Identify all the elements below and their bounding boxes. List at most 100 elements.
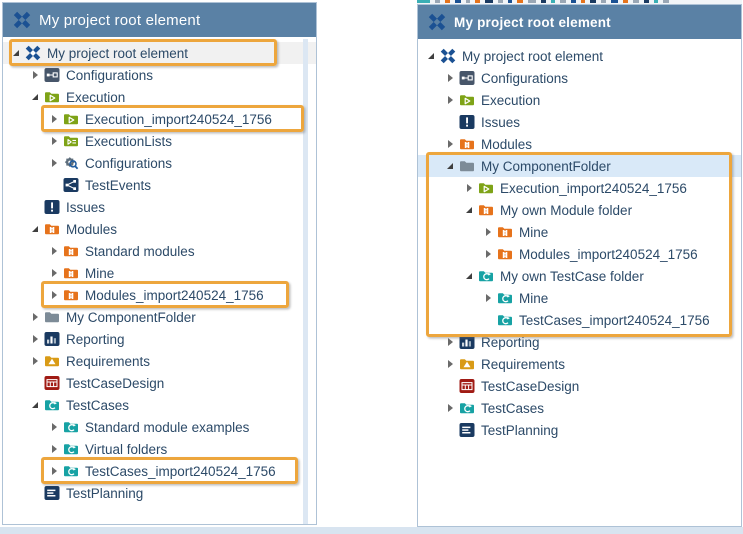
tree-item-label: Standard modules (85, 243, 195, 259)
expander-collapsed-icon[interactable] (28, 310, 42, 324)
expander-collapsed-icon[interactable] (481, 225, 495, 239)
expander-collapsed-icon[interactable] (47, 464, 61, 478)
tree-item[interactable]: Execution_import240524_1756 (418, 177, 741, 199)
tree-item-label: Execution (66, 89, 126, 105)
expander-expanded-icon[interactable] (28, 90, 42, 104)
expander-expanded-icon[interactable] (28, 398, 42, 412)
tree-item-label: Modules (66, 221, 118, 237)
tree-item[interactable]: Mine (418, 221, 741, 243)
tree-item[interactable]: My ComponentFolder (3, 306, 316, 328)
tree-item[interactable]: Modules (3, 218, 316, 240)
tree-item[interactable]: My project root element (418, 45, 741, 67)
tree-item-label: Reporting (481, 334, 540, 350)
expander-collapsed-icon[interactable] (481, 291, 495, 305)
project-tree-panel-left: My project root element My project root … (2, 2, 317, 525)
expander-collapsed-icon[interactable] (28, 332, 42, 346)
tree-item[interactable]: Requirements (3, 350, 316, 372)
tree-item[interactable]: TestPlanning (3, 482, 316, 504)
expander-collapsed-icon[interactable] (28, 68, 42, 82)
tree-item[interactable]: Issues (3, 196, 316, 218)
tree-item[interactable]: Standard module examples (3, 416, 316, 438)
panel-header: My project root element (3, 3, 316, 37)
tree-item[interactable]: Configurations (418, 67, 741, 89)
tree-item[interactable]: TestCases_import240524_1756 (3, 460, 316, 482)
tree-item[interactable]: TestEvents (3, 174, 316, 196)
tree-item-label: Modules_import240524_1756 (519, 246, 698, 262)
tree-item[interactable]: Reporting (3, 328, 316, 350)
tree-item-label: TestPlanning (481, 422, 559, 438)
issues-icon (459, 114, 475, 130)
tree-item[interactable]: TestCases_import240524_1756 (418, 309, 741, 331)
expander-expanded-icon[interactable] (462, 269, 476, 283)
tree-item-label: ExecutionLists (85, 133, 173, 149)
tree-item[interactable]: Virtual folders (3, 438, 316, 460)
tree-item[interactable]: Execution_import240524_1756 (3, 108, 316, 130)
tree-item[interactable]: Requirements (418, 353, 741, 375)
modules-folder-icon (497, 246, 513, 262)
testcases-folder-icon (63, 419, 79, 435)
tree-item[interactable]: TestCases (418, 397, 741, 419)
expander-collapsed-icon[interactable] (47, 420, 61, 434)
configurations-icon (44, 67, 60, 83)
tree-item-label: Standard module examples (85, 419, 250, 435)
project-root-icon (428, 13, 446, 31)
tree-item[interactable]: Modules (418, 133, 741, 155)
tree-item[interactable]: My own TestCase folder (418, 265, 741, 287)
expander-collapsed-icon[interactable] (47, 288, 61, 302)
tree-item[interactable]: My ComponentFolder (418, 155, 741, 177)
tree-item[interactable]: TestCaseDesign (418, 375, 741, 397)
tree-item[interactable]: Mine (3, 262, 316, 284)
expander-expanded-icon[interactable] (28, 222, 42, 236)
tree-item[interactable]: Mine (418, 287, 741, 309)
testplanning-icon (44, 485, 60, 501)
requirements-folder-icon (44, 353, 60, 369)
tree-item[interactable]: TestCases (3, 394, 316, 416)
tree-item[interactable]: TestPlanning (418, 419, 741, 441)
tree-item-label: TestCases (66, 397, 130, 413)
expander-expanded-icon[interactable] (9, 46, 23, 60)
tree-item[interactable]: Reporting (418, 331, 741, 353)
modules-folder-icon (459, 136, 475, 152)
expander-collapsed-icon[interactable] (47, 266, 61, 280)
tree-item-label: Issues (66, 199, 106, 215)
expander-collapsed-icon[interactable] (47, 442, 61, 456)
scrollbar-track[interactable] (303, 39, 308, 524)
expander-spacer (443, 115, 457, 129)
execution-folder-icon (44, 89, 60, 105)
reporting-icon (459, 334, 475, 350)
tree-item[interactable]: Execution (3, 86, 316, 108)
expander-expanded-icon[interactable] (462, 203, 476, 217)
expander-collapsed-icon[interactable] (481, 247, 495, 261)
expander-collapsed-icon[interactable] (443, 335, 457, 349)
tree-item[interactable]: Standard modules (3, 240, 316, 262)
expander-collapsed-icon[interactable] (443, 93, 457, 107)
tree-item[interactable]: TestCaseDesign (3, 372, 316, 394)
tree-item[interactable]: Execution (418, 89, 741, 111)
expander-collapsed-icon[interactable] (443, 137, 457, 151)
expander-collapsed-icon[interactable] (443, 71, 457, 85)
expander-collapsed-icon[interactable] (47, 112, 61, 126)
expander-expanded-icon[interactable] (424, 49, 438, 63)
expander-collapsed-icon[interactable] (47, 244, 61, 258)
tree-item-label: My own TestCase folder (500, 268, 644, 284)
expander-expanded-icon[interactable] (443, 159, 457, 173)
panel-title: My project root element (39, 11, 201, 29)
tree-item[interactable]: Modules_import240524_1756 (418, 243, 741, 265)
tree-item-label: My project root element (462, 48, 604, 64)
tree-item[interactable]: My project root element (3, 42, 316, 64)
tree-item[interactable]: Configurations (3, 64, 316, 86)
tree-item-label: My ComponentFolder (66, 309, 196, 325)
tree-item[interactable]: Modules_import240524_1756 (3, 284, 316, 306)
expander-collapsed-icon[interactable] (443, 401, 457, 415)
expander-collapsed-icon[interactable] (47, 134, 61, 148)
tree-item[interactable]: Configurations (3, 152, 316, 174)
modules-folder-icon (63, 243, 79, 259)
expander-collapsed-icon[interactable] (462, 181, 476, 195)
expander-collapsed-icon[interactable] (443, 357, 457, 371)
tree-item[interactable]: Issues (418, 111, 741, 133)
expander-collapsed-icon[interactable] (28, 354, 42, 368)
tree-item[interactable]: ExecutionLists (3, 130, 316, 152)
tree-item[interactable]: My own Module folder (418, 199, 741, 221)
expander-collapsed-icon[interactable] (47, 156, 61, 170)
